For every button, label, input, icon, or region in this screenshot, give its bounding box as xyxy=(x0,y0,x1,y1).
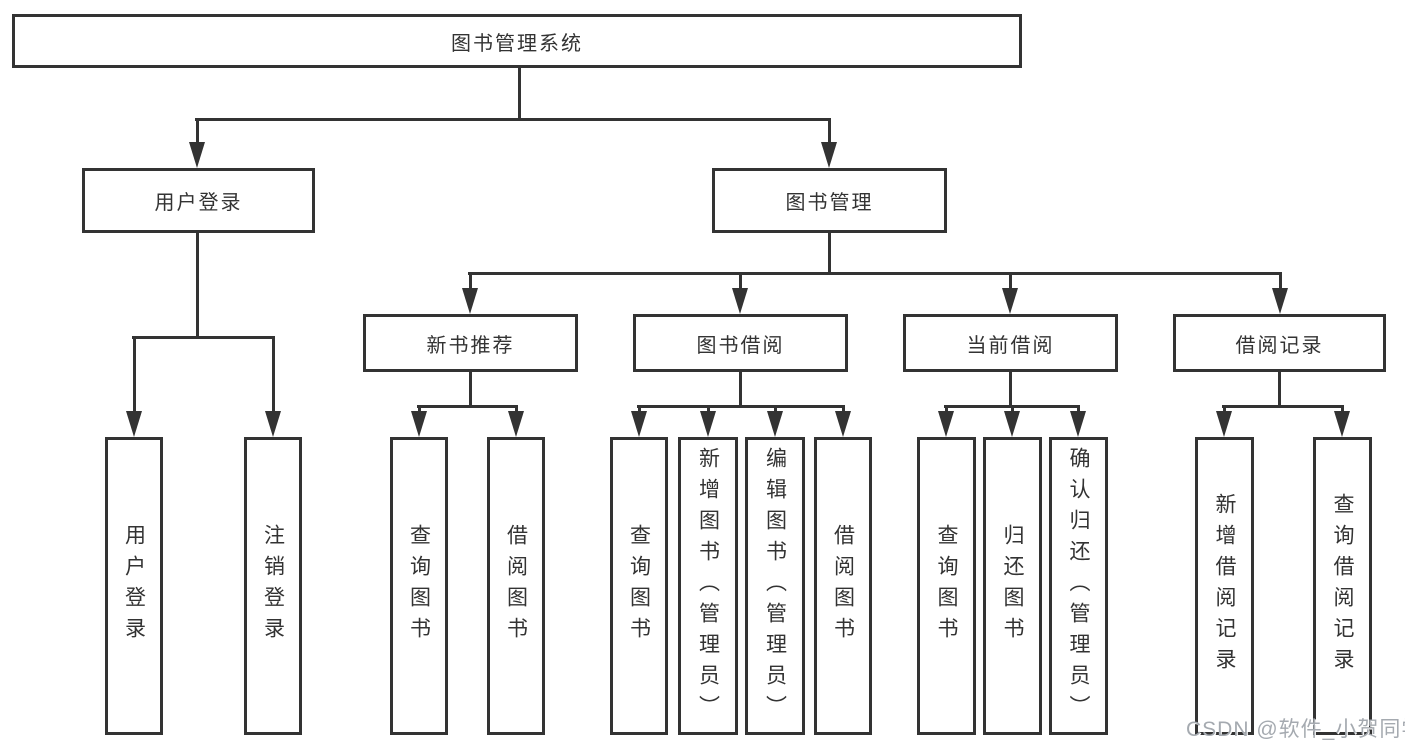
connector-line xyxy=(417,405,518,408)
arrow-down-icon xyxy=(265,411,281,437)
leaf-current-query-books: 查询图书 xyxy=(917,437,976,735)
leaf-user-login: 用户登录 xyxy=(105,437,163,735)
node-label: 图书管理 xyxy=(785,192,874,214)
node-label: 查询借阅记录 xyxy=(1331,493,1354,679)
arrow-down-icon xyxy=(732,288,748,314)
connector-line xyxy=(828,233,831,275)
connector-line xyxy=(196,233,199,339)
node-label: 借阅记录 xyxy=(1235,334,1324,357)
leaf-recommend-borrow-books: 借阅图书 xyxy=(487,437,545,735)
leaf-records-query-borrow-record: 查询借阅记录 xyxy=(1313,437,1372,735)
arrow-down-icon xyxy=(1334,411,1350,437)
leaf-current-return-books: 归还图书 xyxy=(983,437,1042,735)
leaf-borrowing-query-books: 查询图书 xyxy=(610,437,668,735)
arrow-down-icon xyxy=(767,411,783,437)
node-library-management-system: 图书管理系统 xyxy=(12,14,1022,68)
connector-line xyxy=(1279,275,1282,293)
connector-line xyxy=(1222,405,1344,408)
node-label: 归还图书 xyxy=(1001,524,1024,648)
node-label: 注销登录 xyxy=(261,524,285,648)
connector-line xyxy=(637,405,845,408)
arrow-down-icon xyxy=(631,411,647,437)
node-current-borrowing: 当前借阅 xyxy=(903,314,1118,372)
leaf-borrowing-edit-books-admin: 编辑图书（管理员） xyxy=(745,437,805,735)
arrow-down-icon xyxy=(411,411,427,437)
connector-line xyxy=(739,275,742,293)
connector-line xyxy=(1009,275,1012,293)
arrow-down-icon xyxy=(462,288,478,314)
arrow-down-icon xyxy=(1004,411,1020,437)
node-borrowing-records: 借阅记录 xyxy=(1173,314,1386,372)
node-label: 查询图书 xyxy=(935,524,958,648)
connector-line xyxy=(272,339,275,415)
arrow-down-icon xyxy=(1216,411,1232,437)
leaf-records-add-borrow-record: 新增借阅记录 xyxy=(1195,437,1254,735)
connector-line xyxy=(469,372,472,408)
connector-line xyxy=(944,405,1080,408)
connector-line xyxy=(133,339,136,415)
connector-line xyxy=(468,272,1282,275)
arrow-down-icon xyxy=(189,142,205,168)
csdn-watermark: CSDN @软件_小贺同学 xyxy=(1186,718,1405,741)
node-label: 新书推荐 xyxy=(426,334,515,357)
node-label: 查询图书 xyxy=(627,524,651,648)
connector-line xyxy=(739,372,742,408)
leaf-logout: 注销登录 xyxy=(244,437,302,735)
node-label: 借阅图书 xyxy=(831,524,855,648)
node-new-book-recommend: 新书推荐 xyxy=(363,314,578,372)
connector-line xyxy=(518,68,521,120)
leaf-current-confirm-return-admin: 确认归还（管理员） xyxy=(1049,437,1108,735)
connector-line xyxy=(1278,372,1281,408)
arrow-down-icon xyxy=(126,411,142,437)
connector-line xyxy=(196,121,199,146)
leaf-recommend-query-books: 查询图书 xyxy=(390,437,448,735)
arrow-down-icon xyxy=(821,142,837,168)
connector-line xyxy=(132,336,275,339)
arrow-down-icon xyxy=(700,411,716,437)
node-label: 查询图书 xyxy=(407,524,431,648)
connector-line xyxy=(828,121,831,146)
leaf-borrowing-add-books-admin: 新增图书（管理员） xyxy=(678,437,738,735)
node-label: 图书借阅 xyxy=(696,334,785,357)
arrow-down-icon xyxy=(938,411,954,437)
connector-line xyxy=(469,275,472,293)
arrow-down-icon xyxy=(508,411,524,437)
node-user-login: 用户登录 xyxy=(82,168,315,233)
node-label: 借阅图书 xyxy=(504,524,528,648)
connector-line xyxy=(195,118,831,121)
node-label: 新增图书（管理员） xyxy=(696,446,720,726)
node-label: 当前借阅 xyxy=(966,334,1055,357)
leaf-borrowing-borrow-books: 借阅图书 xyxy=(814,437,872,735)
arrow-down-icon xyxy=(1070,411,1086,437)
node-label: 确认归还（管理员） xyxy=(1067,446,1090,726)
arrow-down-icon xyxy=(835,411,851,437)
node-book-borrowing: 图书借阅 xyxy=(633,314,848,372)
node-book-management: 图书管理 xyxy=(712,168,947,233)
node-label: 新增借阅记录 xyxy=(1213,493,1236,679)
connector-line xyxy=(1009,372,1012,408)
arrow-down-icon xyxy=(1002,288,1018,314)
node-label: 用户登录 xyxy=(154,192,243,214)
node-label: 图书管理系统 xyxy=(451,32,583,55)
node-label: 用户登录 xyxy=(122,524,146,648)
node-label: 编辑图书（管理员） xyxy=(763,446,787,726)
arrow-down-icon xyxy=(1272,288,1288,314)
